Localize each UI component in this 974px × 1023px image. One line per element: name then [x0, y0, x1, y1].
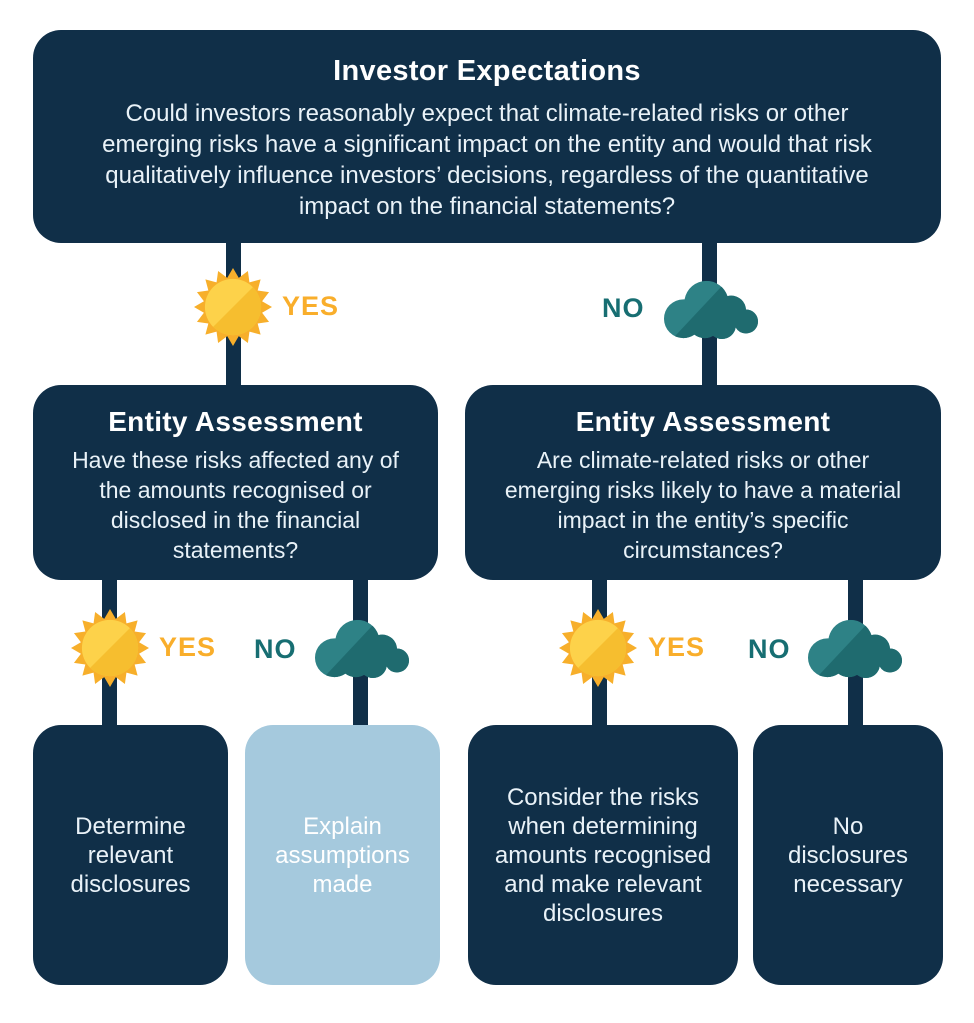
investor-expectations-box: Investor Expectations Could investors re…: [33, 30, 941, 243]
entity-assessment-left-box: Entity Assessment Have these risks affec…: [33, 385, 438, 580]
yes-label: YES: [159, 632, 217, 662]
investor-expectations-title: Investor Expectations: [333, 55, 641, 87]
sun-icon: [71, 609, 149, 687]
outcome-explain-assumptions-text: Explain assumptions made: [275, 812, 410, 898]
entity-assessment-right-question: Are climate-related risks or other emerg…: [504, 447, 902, 563]
investor-expectations-question: Could investors reasonably expect that c…: [102, 100, 872, 220]
outcome-no-disclosures-box: No disclosures necessary: [753, 725, 943, 985]
no-label: NO: [602, 293, 645, 323]
entity-assessment-right-title: Entity Assessment: [575, 406, 831, 437]
cloud-icon: [663, 280, 759, 339]
entity-assessment-left-question: Have these risks affected any of the amo…: [72, 447, 399, 563]
sun-icon: [194, 268, 272, 346]
entity-assessment-left-title: Entity Assessment: [108, 406, 363, 437]
outcome-determine-disclosures-text: Determine relevant disclosures: [70, 812, 191, 898]
outcome-consider-risks-box: Consider the risks when determining amou…: [468, 725, 738, 985]
outcome-determine-disclosures-box: Determine relevant disclosures: [33, 725, 228, 985]
cloud-icon: [314, 619, 410, 678]
yes-label: YES: [282, 291, 340, 321]
no-label: NO: [748, 634, 791, 664]
no-label: NO: [254, 634, 297, 664]
outcome-explain-assumptions-box: Explain assumptions made: [245, 725, 440, 985]
cloud-icon: [807, 619, 903, 678]
yes-label: YES: [648, 632, 706, 662]
outcome-consider-risks-text: Consider the risks when determining amou…: [494, 783, 712, 927]
outcome-no-disclosures-text: No disclosures necessary: [787, 812, 909, 898]
entity-assessment-right-box: Entity Assessment Are climate-related ri…: [465, 385, 941, 580]
sun-icon: [559, 609, 637, 687]
